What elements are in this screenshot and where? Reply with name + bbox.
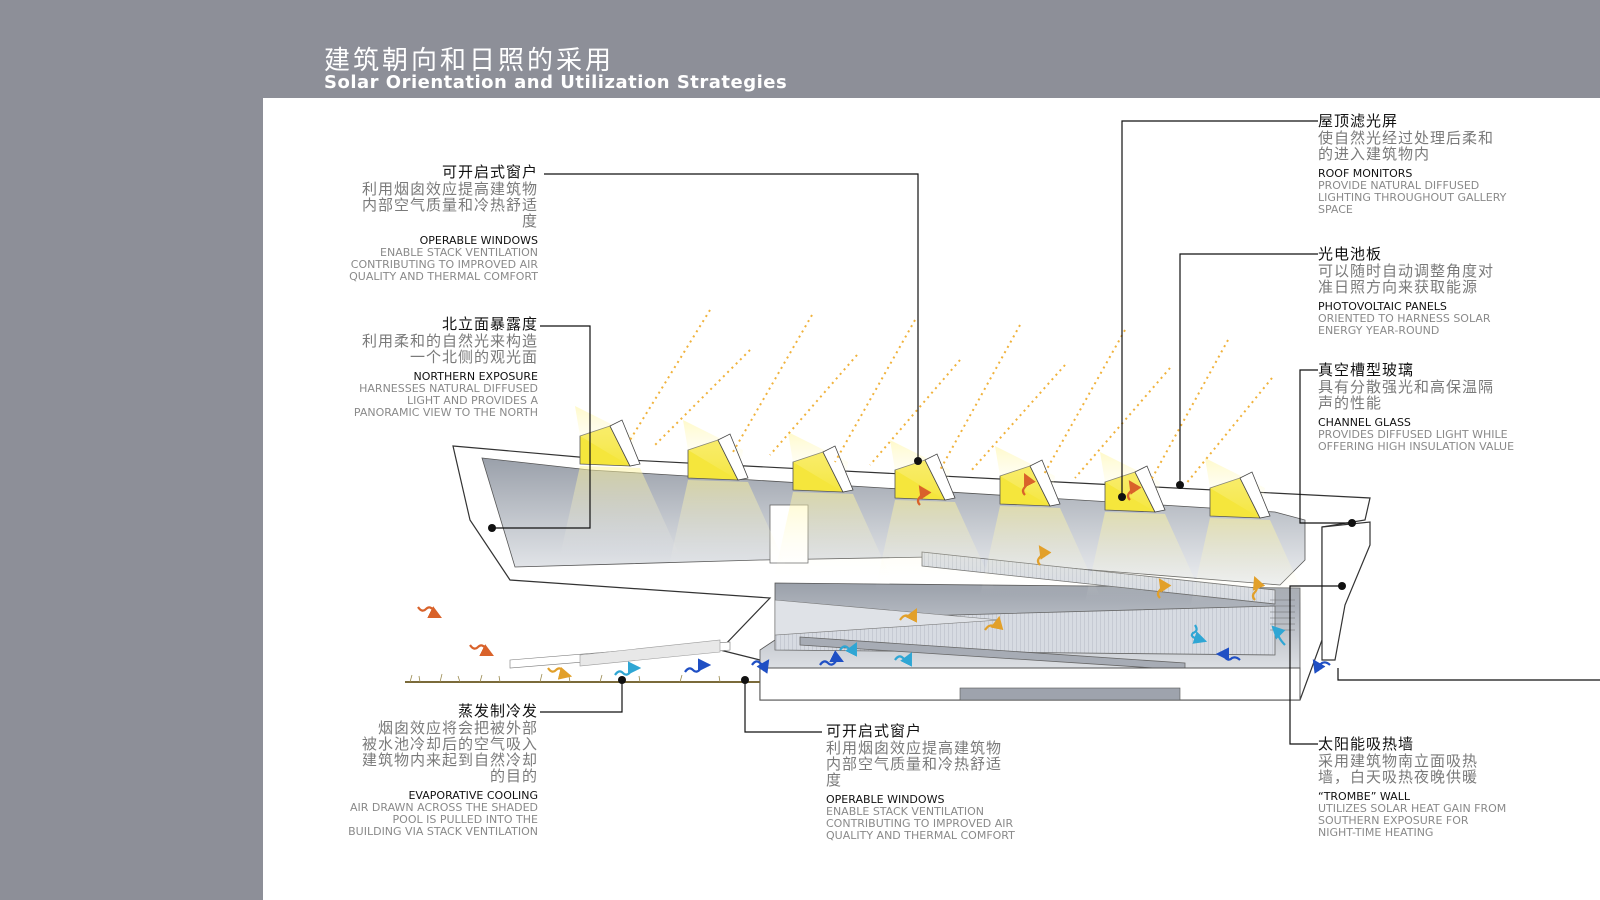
annotation-cn-body: 具有分散强光和高保温隔 声的性能 xyxy=(1318,378,1495,412)
annotation-en-title: CHANNEL GLASS xyxy=(1318,416,1411,429)
annotation-en-title: PHOTOVOLTAIC PANELS xyxy=(1318,300,1447,313)
air-flow-arrow xyxy=(1021,473,1036,496)
title-cn: 建筑朝向和日照的采用 xyxy=(324,46,615,76)
annotation-cn-title: 可开启式窗户 xyxy=(441,163,538,181)
annotation-en-title: NORTHERN EXPOSURE xyxy=(413,370,538,383)
annotation-roof-monitors: 屋顶滤光屏 使自然光经过处理后柔和 的进入建筑物内 ROOF MONITORS … xyxy=(1318,113,1558,216)
leader-lines xyxy=(492,120,1600,745)
air-flow-arrow xyxy=(894,652,912,667)
air-flow-arrow xyxy=(819,650,844,666)
air-flow-arrow xyxy=(1190,624,1208,644)
annotation-cn-body: 烟囱效应将会把被外部 被水池冷却后的空气吸入 建筑物内来起到自然冷却 的目的 xyxy=(361,719,538,785)
title-en: Solar Orientation and Utilization Strate… xyxy=(324,72,788,93)
sun-ray-arrow xyxy=(629,309,711,441)
sun-rays xyxy=(629,309,1273,486)
annotation-en-title: ROOF MONITORS xyxy=(1318,167,1413,180)
annotation-cn-title: 可开启式窗户 xyxy=(826,722,923,740)
air-flow-arrow xyxy=(984,615,1004,631)
leader-dot xyxy=(741,676,749,684)
annotation-cn-body: 利用烟囱效应提高建筑物 内部空气质量和冷热舒适 度 xyxy=(826,739,1003,789)
annotation-evaporative-cooling: 蒸发制冷发 烟囱效应将会把被外部 被水池冷却后的空气吸入 建筑物内来起到自然冷却… xyxy=(300,703,538,838)
annotation-cn-title: 太阳能吸热墙 xyxy=(1318,735,1415,753)
sun-ray-arrow xyxy=(654,349,751,446)
annotation-en-title: EVAPORATIVE COOLING xyxy=(408,789,538,802)
leader-dots xyxy=(488,457,1356,684)
air-flow-arrow xyxy=(1215,647,1241,661)
air-flow-arrow xyxy=(1156,578,1172,599)
annotation-operable-windows-top: 可开启式窗户 利用烟囱效应提高建筑物 内部空气质量和冷热舒适 度 OPERABL… xyxy=(300,164,538,283)
roof-monitor xyxy=(1190,458,1310,608)
annotation-en-body: PROVIDES DIFFUSED LIGHT WHILE OFFERING H… xyxy=(1318,428,1515,453)
annotation-en-body: ENABLE STACK VENTILATION CONTRIBUTING TO… xyxy=(826,805,1015,842)
annotation-cn-body: 采用建筑物南立面吸热 墙，白天吸热夜晚供暖 xyxy=(1318,752,1479,786)
roof-monitors xyxy=(560,406,1310,608)
annotation-cn-title: 北立面暴露度 xyxy=(441,315,538,333)
sun-ray-arrow xyxy=(834,319,916,463)
sun-ray-arrow xyxy=(1184,377,1273,486)
air-flow-arrow xyxy=(1271,625,1286,646)
air-flow-arrow xyxy=(1036,545,1052,566)
annotation-en-title: OPERABLE WINDOWS xyxy=(826,793,945,806)
annotation-en-body: AIR DRAWN ACROSS THE SHADED POOL IS PULL… xyxy=(348,801,538,838)
sun-ray-arrow xyxy=(869,359,961,466)
annotation-en-body: ENABLE STACK VENTILATION CONTRIBUTING TO… xyxy=(349,246,538,283)
annotation-cn-title: 蒸发制冷发 xyxy=(457,702,538,720)
annotation-cn-body: 可以随时自动调整角度对 准日照方向来获取能源 xyxy=(1318,262,1495,296)
annotation-en-body: UTILIZES SOLAR HEAT GAIN FROM SOUTHERN E… xyxy=(1318,802,1507,839)
sun-ray-arrow xyxy=(1149,339,1229,483)
air-flow-arrow xyxy=(684,658,712,673)
air-flow-arrow xyxy=(1126,480,1142,501)
sun-ray-arrow xyxy=(1042,329,1126,477)
sun-ray-arrow xyxy=(732,314,813,453)
air-flow-arrow xyxy=(469,644,494,656)
annotation-cn-body: 使自然光经过处理后柔和 的进入建筑物内 xyxy=(1318,129,1495,163)
annotation-operable-windows-bottom: 可开启式窗户 利用烟囱效应提高建筑物 内部空气质量和冷热舒适 度 OPERABL… xyxy=(826,723,1066,842)
annotation-en-title: OPERABLE WINDOWS xyxy=(419,234,538,247)
annotation-cn-body: 利用柔和的自然光来构造 一个北侧的观光面 xyxy=(361,332,538,366)
roof-monitor xyxy=(773,432,893,582)
annotation-cn-title: 真空槽型玻璃 xyxy=(1318,361,1415,379)
air-flows xyxy=(417,473,1331,680)
annotation-en-body: ORIENTED TO HARNESS SOLAR ENERGY YEAR-RO… xyxy=(1318,312,1491,337)
air-flow-arrow xyxy=(751,659,770,674)
leader-dot xyxy=(1118,493,1126,501)
annotation-cn-title: 光电池板 xyxy=(1318,245,1383,263)
annotation-channel-glass: 真空槽型玻璃 具有分散强光和高保温隔 声的性能 CHANNEL GLASS PR… xyxy=(1318,362,1568,453)
sun-ray-arrow xyxy=(969,364,1066,473)
annotation-cn-body: 利用烟囱效应提高建筑物 内部空气质量和冷热舒适 度 xyxy=(361,180,538,230)
air-flow-arrow xyxy=(839,642,857,657)
air-flow-arrow xyxy=(1251,575,1266,601)
air-flow-arrow xyxy=(614,661,642,676)
annotation-en-title: “TROMBE” WALL xyxy=(1318,790,1410,803)
annotation-en-body: HARNESSES NATURAL DIFFUSED LIGHT AND PRO… xyxy=(353,382,538,419)
annotation-trombe-wall: 太阳能吸热墙 采用建筑物南立面吸热 墙，白天吸热夜晚供暖 “TROMBE” WA… xyxy=(1318,736,1558,839)
annotation-en-body: PROVIDE NATURAL DIFFUSED LIGHTING THROUG… xyxy=(1318,179,1507,216)
annotation-northern-exposure: 北立面暴露度 利用柔和的自然光来构造 一个北侧的观光面 NORTHERN EXP… xyxy=(300,316,538,419)
air-flow-arrow xyxy=(417,606,442,618)
roof-monitor xyxy=(1085,452,1205,602)
sun-ray-arrow xyxy=(769,354,858,456)
annotation-cn-title: 屋顶滤光屏 xyxy=(1318,112,1399,130)
leader-dot xyxy=(1348,519,1356,527)
leader-dot xyxy=(1176,481,1184,489)
leader-dot xyxy=(1338,582,1346,590)
air-flow-arrow xyxy=(547,666,573,680)
air-flow-arrow xyxy=(916,485,932,506)
leader-dot xyxy=(618,676,626,684)
roof-monitor xyxy=(875,440,995,590)
roof-monitor xyxy=(668,420,788,570)
annotation-photovoltaic-panels: 光电池板 可以随时自动调整角度对 准日照方向来获取能源 PHOTOVOLTAIC… xyxy=(1318,246,1558,337)
leader-dot xyxy=(488,524,496,532)
sun-ray-arrow xyxy=(939,324,1021,471)
leader-dot xyxy=(914,457,922,465)
air-flow-arrow xyxy=(1312,659,1331,674)
air-flow-arrow xyxy=(899,608,917,623)
